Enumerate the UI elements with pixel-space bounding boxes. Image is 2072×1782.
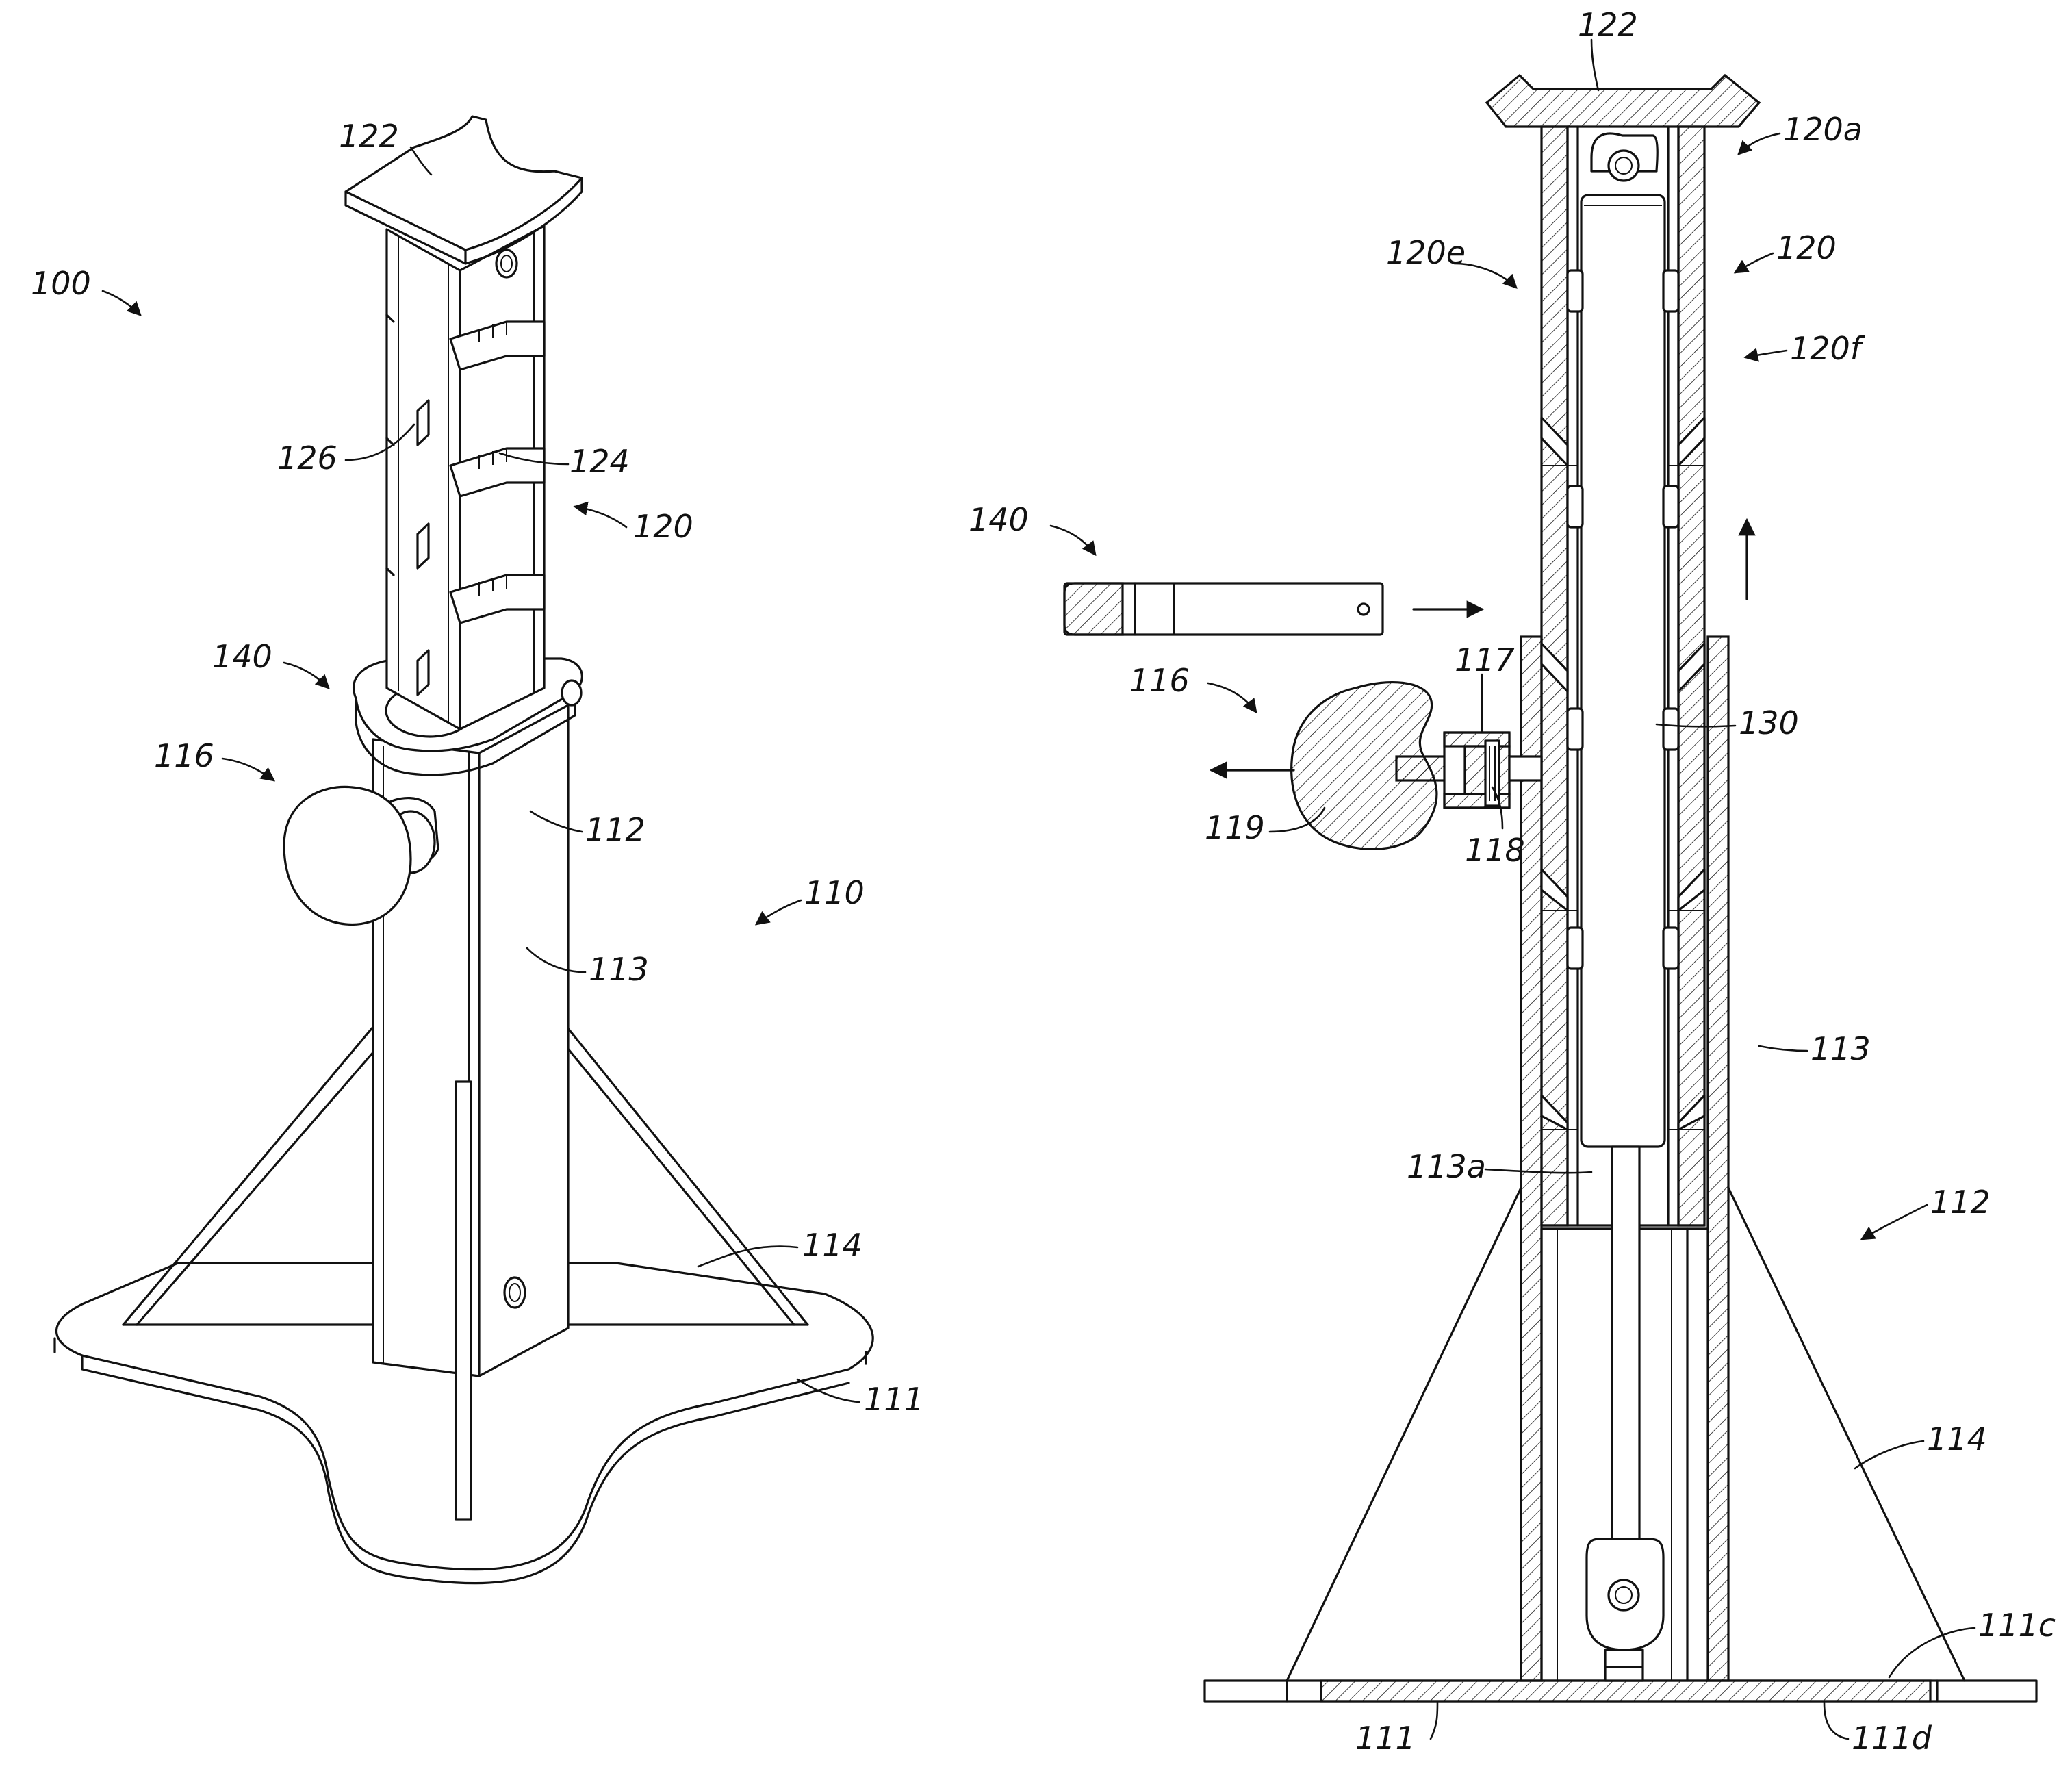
label-113a: 113a — [1407, 1148, 1486, 1185]
label-122-section: 122 — [1578, 6, 1638, 43]
label-120-section: 120 — [1776, 229, 1837, 266]
extension-column-perspective — [387, 226, 544, 729]
label-124: 124 — [570, 443, 630, 480]
label-140-section: 140 — [969, 501, 1029, 538]
perspective-view — [55, 116, 873, 1583]
label-111-perspective: 111 — [864, 1381, 924, 1418]
pin-exploded — [1064, 583, 1482, 635]
label-120-perspective: 120 — [633, 508, 693, 545]
saddle-section — [1487, 75, 1759, 127]
label-116-perspective: 116 — [154, 737, 214, 774]
label-120e: 120e — [1386, 234, 1466, 271]
label-112-perspective: 112 — [585, 811, 645, 848]
label-126: 126 — [277, 440, 337, 476]
label-118: 118 — [1465, 832, 1525, 869]
label-111-section: 111 — [1355, 1720, 1416, 1757]
label-122-perspective: 122 — [339, 118, 399, 155]
label-116-section: 116 — [1129, 662, 1190, 699]
label-110: 110 — [804, 874, 865, 911]
label-117: 117 — [1455, 641, 1515, 678]
label-113-perspective: 113 — [589, 951, 649, 988]
label-114-perspective: 114 — [802, 1227, 862, 1264]
label-111c: 111c — [1978, 1607, 2056, 1644]
label-130: 130 — [1739, 704, 1799, 741]
label-100: 100 — [31, 265, 91, 302]
cylinder-section — [1568, 133, 1678, 1681]
section-view — [1064, 75, 2036, 1701]
label-140-perspective: 140 — [212, 638, 272, 675]
label-111d: 111d — [1852, 1720, 1932, 1757]
label-120f: 120f — [1790, 330, 1865, 367]
base-plate-section — [1205, 1681, 2036, 1701]
label-113-section: 113 — [1811, 1030, 1871, 1067]
label-112-section: 112 — [1930, 1184, 1991, 1221]
label-114-section: 114 — [1927, 1421, 1987, 1458]
label-120a: 120a — [1783, 111, 1863, 148]
label-119: 119 — [1205, 809, 1265, 846]
